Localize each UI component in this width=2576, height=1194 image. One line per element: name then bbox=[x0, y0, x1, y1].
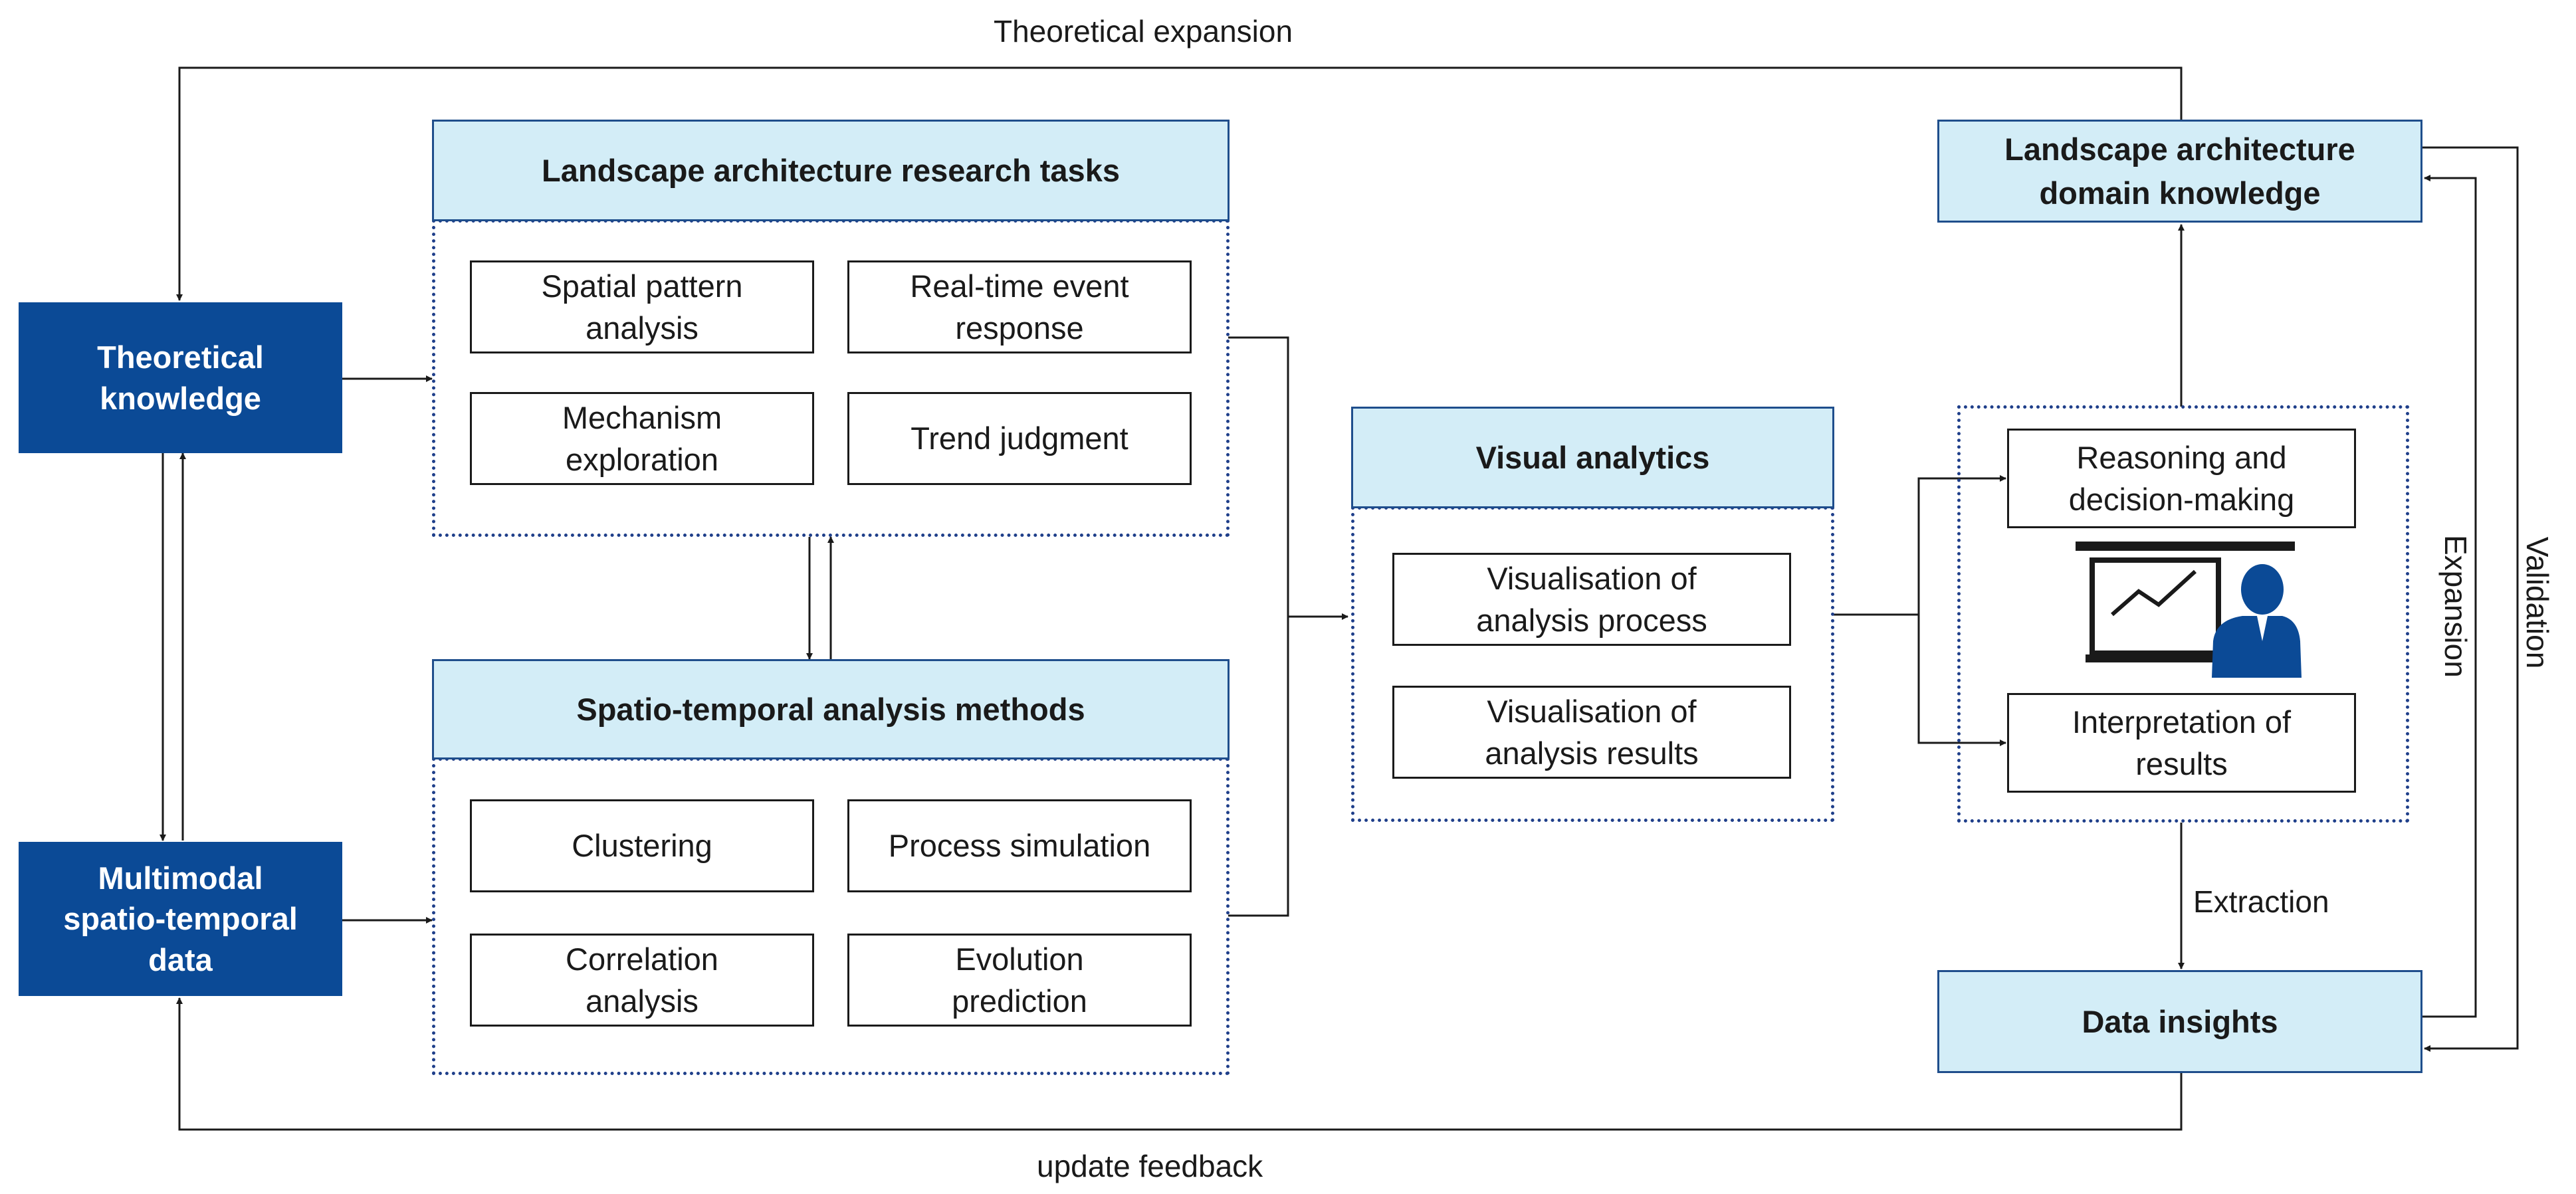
va-item: Visualisation of analysis process bbox=[1392, 553, 1791, 646]
data-insights-node: Data insights bbox=[1937, 970, 2422, 1073]
task-item-label: Trend judgment bbox=[911, 421, 1128, 456]
multimodal-data-node: Multimodal spatio-temporal data bbox=[19, 842, 342, 996]
task-item: Spatial pattern analysis bbox=[470, 260, 814, 353]
edge-va-to-reasoning bbox=[1917, 475, 2006, 615]
domain-knowledge-label: Landscape architecture domain knowledge bbox=[2004, 131, 2355, 211]
reasoning-node: Reasoning and decision-making bbox=[2007, 429, 2356, 528]
presenter-icon bbox=[2076, 542, 2302, 678]
update-feedback-label: update feedback bbox=[1037, 1149, 1263, 1183]
task-item-label: Mechanism exploration bbox=[562, 399, 722, 477]
interpretation-node: Interpretation of results bbox=[2007, 693, 2356, 793]
task-item: Real-time event response bbox=[847, 260, 1192, 353]
data-insights-label: Data insights bbox=[2082, 1003, 2278, 1039]
edge-va-to-interpretation bbox=[1917, 615, 2006, 746]
method-item: Correlation analysis bbox=[470, 934, 814, 1027]
va-item-label: Visualisation of analysis results bbox=[1485, 693, 1699, 771]
extraction-label: Extraction bbox=[2193, 884, 2329, 919]
visual-analytics-header: Visual analytics bbox=[1351, 407, 1834, 508]
theoretical-knowledge-node: Theoretical knowledge bbox=[19, 302, 342, 453]
method-item-label: Evolution prediction bbox=[952, 941, 1087, 1019]
edge-expansion bbox=[2421, 175, 2477, 1018]
analysis-methods-title: Spatio-temporal analysis methods bbox=[576, 691, 1085, 727]
visual-analytics-title: Visual analytics bbox=[1475, 439, 1710, 475]
task-item-label: Spatial pattern analysis bbox=[541, 268, 743, 346]
task-item: Mechanism exploration bbox=[470, 392, 814, 485]
method-item: Clustering bbox=[470, 799, 814, 892]
validation-label: Validation bbox=[2520, 536, 2555, 669]
multimodal-data-label: Multimodal spatio-temporal data bbox=[63, 860, 298, 977]
research-tasks-title: Landscape architecture research tasks bbox=[542, 152, 1120, 188]
method-item-label: Process simulation bbox=[888, 828, 1151, 864]
reasoning-label: Reasoning and decision-making bbox=[2068, 439, 2295, 517]
method-item-label: Correlation analysis bbox=[566, 941, 718, 1019]
task-item-label: Real-time event response bbox=[910, 268, 1129, 346]
theoretical-knowledge-label: Theoretical knowledge bbox=[97, 340, 264, 416]
edge-validation bbox=[2421, 146, 2519, 1052]
method-item: Process simulation bbox=[847, 799, 1192, 892]
edge-tasks-to-va bbox=[1228, 336, 1289, 917]
analysis-methods-header: Spatio-temporal analysis methods bbox=[432, 659, 1230, 759]
interpretation-label: Interpretation of results bbox=[2072, 704, 2292, 781]
method-item-label: Clustering bbox=[572, 828, 712, 864]
edge-update-feedback bbox=[176, 997, 2183, 1131]
method-item: Evolution prediction bbox=[847, 934, 1192, 1027]
theoretical-expansion-label: Theoretical expansion bbox=[994, 14, 1293, 49]
va-item-label: Visualisation of analysis process bbox=[1476, 560, 1707, 638]
expansion-label: Expansion bbox=[2438, 535, 2473, 678]
edge-theoretical-expansion bbox=[176, 66, 2183, 301]
research-tasks-header: Landscape architecture research tasks bbox=[432, 120, 1230, 221]
task-item: Trend judgment bbox=[847, 392, 1192, 485]
human-panel-group bbox=[1957, 405, 2409, 823]
domain-knowledge-node: Landscape architecture domain knowledge bbox=[1937, 120, 2422, 223]
va-item: Visualisation of analysis results bbox=[1392, 686, 1791, 779]
